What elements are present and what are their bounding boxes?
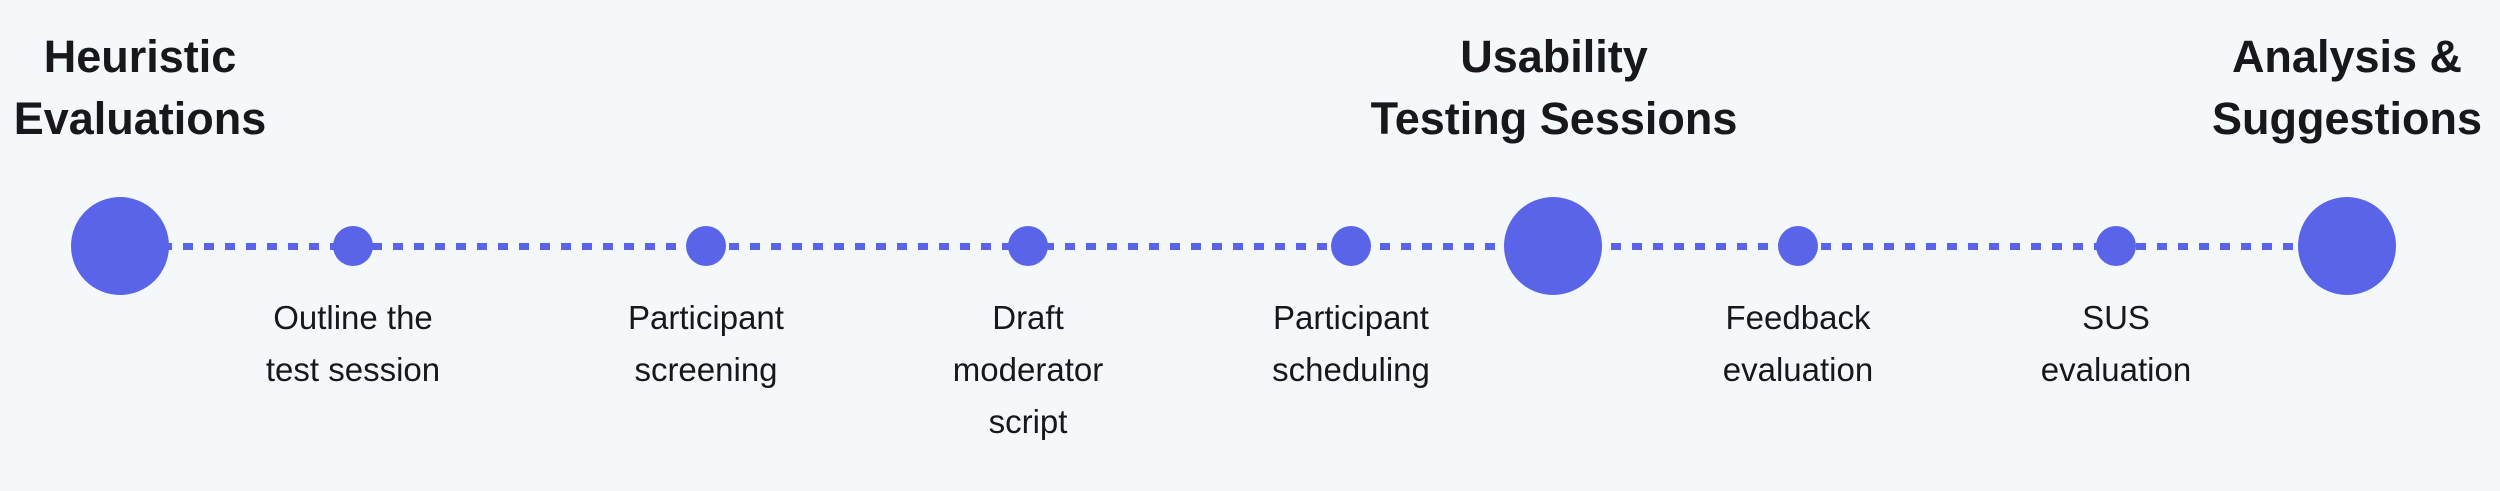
milestone-dot-heuristic-evaluations [71, 197, 169, 295]
step-dot-sus-evaluation [2096, 226, 2136, 266]
step-label-feedback-evaluation: Feedback evaluation [1723, 292, 1873, 396]
step-label-line: moderator [952, 351, 1104, 388]
stage-title-usability-testing-sessions: Usability Testing Sessions [1371, 26, 1738, 150]
stage-title-line: Testing Sessions [1370, 93, 1738, 144]
step-label-participant-screening: Participant screening [628, 292, 784, 396]
step-label-draft-moderator-script: Draft moderator script [953, 292, 1103, 448]
milestone-dot-analysis-suggestions [2298, 197, 2396, 295]
step-label-line: test session [265, 351, 441, 388]
step-label-outline-test-session: Outline the test session [266, 292, 440, 396]
step-dot-feedback-evaluation [1778, 226, 1818, 266]
step-label-line: evaluation [1722, 351, 1874, 388]
step-label-line: Draft [992, 299, 1064, 336]
step-label-line: scheduling [1272, 351, 1430, 388]
stage-title-line: Usability [1460, 31, 1648, 82]
stage-title-line: Evaluations [13, 93, 267, 144]
step-label-line: evaluation [2040, 351, 2192, 388]
stage-title-line: Heuristic [43, 31, 237, 82]
step-dot-draft-moderator-script [1008, 226, 1048, 266]
milestone-dot-usability-testing-sessions [1504, 197, 1602, 295]
step-label-sus-evaluation: SUS evaluation [2041, 292, 2191, 396]
stage-title-analysis-suggestions: Analysis & Suggestions [2212, 26, 2482, 150]
step-label-line: SUS [2082, 299, 2150, 336]
step-label-line: Outline the [273, 299, 433, 336]
step-dot-outline-test-session [333, 226, 373, 266]
step-label-line: script [988, 403, 1068, 440]
step-label-participant-scheduling: Participant scheduling [1272, 292, 1430, 396]
stage-title-line: Analysis & [2231, 31, 2463, 82]
step-dot-participant-scheduling [1331, 226, 1371, 266]
stage-title-heuristic-evaluations: Heuristic Evaluations [14, 26, 267, 150]
step-label-line: Participant [628, 299, 784, 336]
step-label-line: screening [634, 351, 778, 388]
stage-title-line: Suggestions [2211, 93, 2483, 144]
timeline-dashed-connector [120, 243, 2347, 250]
step-label-line: Feedback [1725, 299, 1871, 336]
step-dot-participant-screening [686, 226, 726, 266]
step-label-line: Participant [1273, 299, 1429, 336]
